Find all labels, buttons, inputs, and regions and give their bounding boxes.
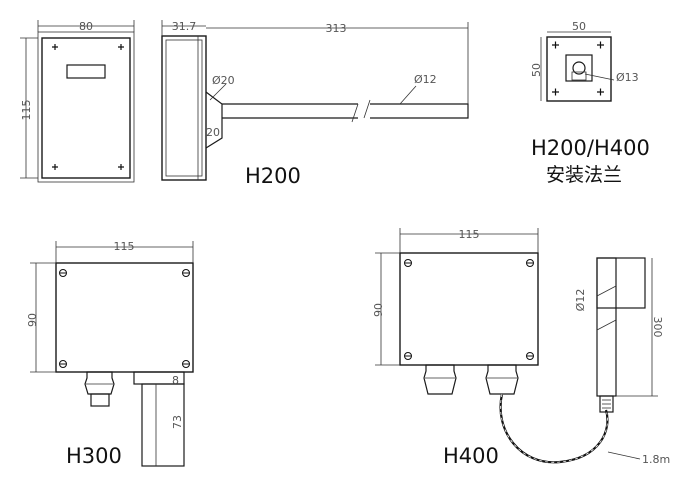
h200-display-window: [66, 64, 106, 79]
h300-probe-w-dim: 8: [172, 374, 179, 387]
h200-neck: [205, 91, 223, 149]
h200-probe-break: [351, 99, 371, 123]
h300-housing: [55, 262, 194, 373]
h300-cable-gland: [84, 371, 115, 395]
flange-center-hole: [572, 61, 586, 75]
h300-label: H300: [66, 444, 122, 468]
h200-height-dim: 115: [20, 100, 33, 121]
h200-label: H200: [245, 164, 301, 188]
h200-front-body: [41, 37, 131, 179]
h400-height-dim: 90: [372, 303, 385, 317]
h400-width-dim: 115: [459, 228, 480, 241]
h200-neck-dia: Ø20: [212, 74, 235, 87]
h200-side-body: [161, 35, 207, 181]
flange-subtitle: 安装法兰: [546, 164, 622, 186]
h200-front-view: 80 115: [20, 20, 135, 183]
flange-width-dim: 50: [572, 20, 586, 33]
h400-probe-dia: Ø12: [574, 289, 587, 312]
flange-height-dim: 50: [530, 63, 543, 77]
h400-cable: [499, 393, 609, 464]
h400-probe-head: [596, 257, 646, 309]
h300-view: 115 90 8 73 H300: [26, 240, 194, 468]
h300-width-dim: 115: [114, 240, 135, 253]
flange-view: 50 50 Ø13 H200/H400 安装法兰: [530, 20, 650, 186]
h400-cable-gland-left: [423, 364, 457, 395]
h400-cable-length: 1.8m: [642, 453, 670, 466]
h200-width-dim: 80: [79, 20, 93, 33]
h400-housing: [399, 252, 539, 366]
flange-title: H200/H400: [531, 136, 650, 160]
h400-probe-len-dim: 300: [651, 317, 664, 338]
h400-screws: [404, 259, 534, 360]
h400-cable-gland-right: [485, 364, 519, 395]
h300-probe-len-dim: 73: [171, 415, 184, 429]
h200-probe-length-dim: 313: [326, 22, 347, 35]
h300-probe: [141, 383, 185, 467]
flange-screw-holes: [552, 41, 604, 96]
h200-depth-dim: 31.7: [172, 20, 197, 33]
h200-neck-len: 20: [206, 126, 220, 139]
h200-side-view: 31.7 313 Ø20 Ø12 20 H200: [161, 20, 469, 188]
h300-screws: [59, 269, 190, 368]
h300-height-dim: 90: [26, 313, 39, 327]
h400-probe-break: [596, 285, 617, 331]
h400-view: 115 90 300 Ø12 1.8m H400: [372, 228, 670, 468]
flange-hole-dim: Ø13: [616, 71, 639, 84]
h200-front-screws: [52, 44, 124, 170]
h200-front-outline: [37, 31, 135, 183]
h200-probe-dia: Ø12: [414, 73, 437, 86]
flange-clamp: [565, 54, 593, 82]
h400-remote-probe: [596, 257, 617, 397]
h400-label: H400: [443, 444, 499, 468]
h200-probe: [222, 103, 469, 119]
